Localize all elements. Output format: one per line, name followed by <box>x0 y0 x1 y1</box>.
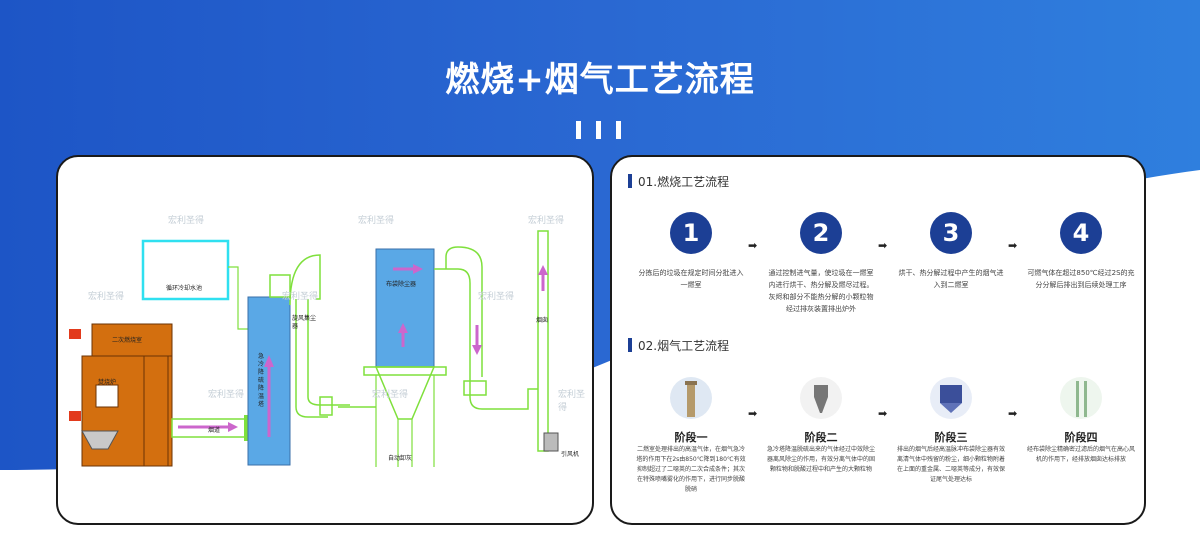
baghouse-icon <box>930 377 972 419</box>
title-divider <box>576 121 624 141</box>
cyclone-label: 旋风集尘器 <box>292 315 317 330</box>
step-4-desc: 可燃气体在超过850℃经过2S的充分分解后排出到后续处理工序 <box>1027 269 1135 289</box>
auto-ash-label: 自动卸灰 <box>388 455 413 462</box>
step-3-desc: 烘干、热分解过程中产生的烟气进入到二燃室 <box>898 269 1004 289</box>
watermark: 宏利圣得 <box>208 390 245 400</box>
step-1-number: 1 <box>670 212 712 254</box>
secondary-chamber-label: 二次燃烧室 <box>112 337 143 344</box>
watermark: 宏利圣得 <box>282 292 319 302</box>
section2-title: 02.烟气工艺流程 <box>627 338 730 353</box>
flue-label: 烟道 <box>208 427 221 434</box>
chimney-label: 烟囱 <box>536 317 549 324</box>
process-steps-panel: 01.燃烧工艺流程 1 2 3 4 ➡ ➡ ➡ 分拣后的垃圾在规定时间分批进入一… <box>610 155 1146 525</box>
bag-filter-label: 布袋除尘器 <box>386 281 417 288</box>
bag-filter <box>375 248 435 368</box>
chimney <box>537 230 549 452</box>
step-3-number: 3 <box>930 212 972 254</box>
cooling-pool-label: 循环冷却水池 <box>166 285 203 292</box>
process-diagram-panel: 循环冷却水池 二次燃烧室 焚烧炉 烟道 急冷降硫降温塔 旋风集尘器 布袋除尘器 … <box>56 155 594 525</box>
pipe-icon <box>670 377 712 419</box>
quench-tower-label: 急冷降硫降温塔 <box>258 353 265 408</box>
chimney-icon <box>1060 377 1102 419</box>
fan-label: 引风机 <box>561 451 580 458</box>
stage-1-title: 阶段一 <box>674 431 708 444</box>
step-4-number: 4 <box>1060 212 1102 254</box>
cyclone-icon <box>800 377 842 419</box>
stage-3-desc: 排出的烟气后经高温脉冲布袋除尘器有效离清气体中残留的粉尘，细小颗粒物附着在上面的… <box>896 446 1005 483</box>
stage-3-title: 阶段三 <box>934 431 968 444</box>
arrow-right-icon: ➡ <box>1008 407 1018 420</box>
section1-title: 01.燃烧工艺流程 <box>627 174 730 189</box>
arrow-right-icon: ➡ <box>878 407 888 420</box>
incinerator-label: 焚烧炉 <box>98 379 117 386</box>
induced-fan <box>543 432 559 452</box>
stage-2-desc: 急冷塔降温脱硫出来的气体经过中效除尘器离风除尘的作用，有效分离气体中的固颗粒物和… <box>766 446 875 473</box>
step-1-desc: 分拣后的垃圾在规定时间分批进入一燃室 <box>638 269 744 289</box>
arrow-right-icon: ➡ <box>1008 239 1018 252</box>
watermark: 宏利圣得 <box>88 292 125 302</box>
watermark: 宏利圣得 <box>358 216 395 226</box>
watermark: 宏利圣得 <box>168 216 205 226</box>
cyclone <box>295 299 328 418</box>
arrow-right-icon: ➡ <box>878 239 888 252</box>
arrow-right-icon: ➡ <box>748 407 758 420</box>
cooling-pool <box>141 239 230 301</box>
step-2-desc: 通过控制进气量，使垃圾在一燃室内进行烘干、热分解及燃尽过程。灰烬和部分不能热分解… <box>768 269 874 313</box>
stage-4-title: 阶段四 <box>1064 431 1098 444</box>
step-2-number: 2 <box>800 212 842 254</box>
stage-1-desc: 二燃室处理排出的高温气体，在烟气急冷塔的作用下在2s由850℃降到180℃有效抑… <box>636 446 746 493</box>
stage-2-title: 阶段二 <box>804 431 838 444</box>
stage-4-desc: 经布袋除尘精确密过滤后的烟气在高心风机的作用下，经排放烟囱达标排放 <box>1026 446 1135 463</box>
arrow-right-icon: ➡ <box>748 239 758 252</box>
watermark: 宏利圣得 <box>528 216 565 226</box>
process-diagram <box>69 230 559 467</box>
watermark: 宏利圣得 <box>372 390 409 400</box>
watermark: 宏利圣得 <box>478 292 515 302</box>
page-title: 燃烧+烟气工艺流程 <box>445 60 755 100</box>
watermark: 宏利圣得 <box>558 390 586 413</box>
